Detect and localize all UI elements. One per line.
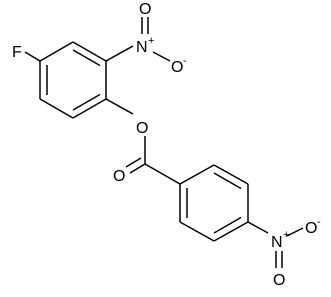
bond-c-o-ester	[105, 98, 134, 115]
bond-c-n-bottom	[247, 221, 269, 234]
nitro-bottom-charge-plus: +	[283, 229, 289, 241]
bond-ring-a-top-right	[72, 41, 107, 62]
bond-ring-b-bottom-left	[179, 221, 215, 242]
bond-c-f	[24, 51, 41, 62]
nitro-top-charge-plus: +	[148, 35, 154, 47]
bond-carbonyl-ring-b	[144, 163, 181, 185]
nitro-top-oxygen-double-label: O	[139, 1, 151, 18]
bond-c-o-double-a	[129, 163, 146, 174]
nitro-bottom-nitrogen-label: N	[271, 234, 283, 251]
nitro-top-nitrogen-label: N	[136, 39, 148, 56]
bond-ring-b-top-left	[179, 164, 215, 185]
bond-ring-a-top-left	[39, 41, 74, 62]
bond-ring-b-bottom-right	[213, 221, 249, 242]
bond-ring-a-bottom-right	[72, 98, 107, 119]
nitro-top-oxygen-single-label: O	[171, 59, 183, 76]
nitro-top-charge-minus: -	[183, 55, 187, 67]
ester-oxygen-label: O	[136, 120, 148, 137]
nitro-bottom-oxygen-double-label: O	[273, 272, 285, 289]
bond-ring-b-inner-top	[213, 172, 242, 190]
nitro-bottom-charge-minus: -	[317, 216, 321, 228]
bond-n-o-bottom-single	[286, 227, 304, 237]
bond-ring-b-inner-bottom	[213, 216, 242, 234]
ring-b	[179, 164, 249, 242]
nitro-bottom-oxygen-single-label: O	[305, 220, 317, 237]
fluorine-label: F	[12, 44, 22, 61]
carbonyl-oxygen-label: O	[113, 168, 125, 185]
bond-ring-b-top-right	[213, 164, 249, 185]
bond-c-o-double-b	[125, 157, 142, 168]
bond-n-o-top-single	[152, 51, 171, 62]
bond-c-n-top	[105, 45, 134, 62]
bond-ring-a-inner-top	[72, 49, 101, 67]
ring-a	[39, 41, 107, 119]
bond-ring-a-inner-bottom	[72, 93, 101, 111]
bond-ring-a-bottom-left	[39, 98, 74, 119]
